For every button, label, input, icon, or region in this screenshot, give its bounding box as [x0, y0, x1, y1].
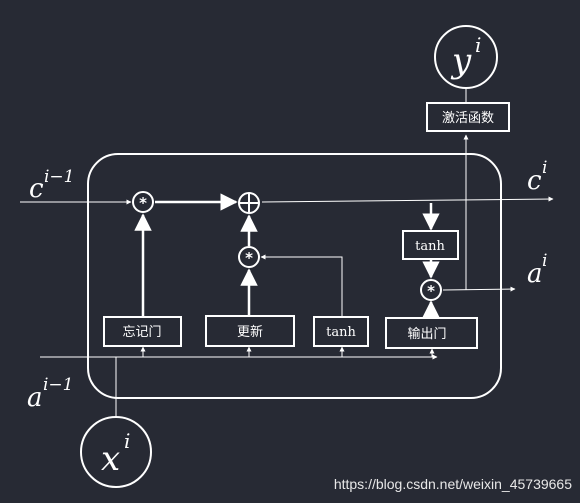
- tanh-output-label: tanh: [415, 239, 445, 254]
- watermark: https://blog.csdn.net/weixin_45739665: [334, 476, 572, 492]
- tanh-output-box: [402, 230, 459, 260]
- output-multiply-node: [420, 279, 442, 301]
- forget-gate-label: 忘记门: [122, 325, 161, 340]
- output-gate-label: 输出门: [407, 326, 446, 342]
- x-input-label: x: [101, 439, 120, 479]
- c-next-line: [261, 196, 554, 203]
- update-multiply-node: [238, 246, 260, 268]
- update-gate-box: [205, 315, 295, 347]
- a-next-line: [442, 286, 516, 292]
- y-output-circle: [434, 25, 498, 89]
- y-output-superscript: i: [475, 33, 481, 57]
- tanh-input-box: [313, 316, 369, 347]
- c-next-superscript: i: [542, 158, 547, 178]
- c-next-label: c: [527, 166, 542, 196]
- forget-multiply-node: [132, 191, 154, 213]
- update-multiply-symbol: *: [245, 249, 253, 267]
- lstm-cell-boundary: [87, 153, 502, 399]
- activation-function-box: [426, 102, 510, 132]
- c-prev-superscript: i−1: [44, 167, 75, 187]
- tanh-input-label: tanh: [326, 325, 356, 340]
- x-input-circle: [80, 416, 152, 488]
- tanh-input-to-mul-line: [260, 254, 343, 317]
- forget-multiply-symbol: *: [139, 194, 147, 212]
- forget-gate-box: [103, 316, 182, 347]
- y-output-label: y: [450, 41, 472, 81]
- a-prev-label: a: [27, 383, 43, 413]
- activation-function-label: 激活函数: [442, 111, 494, 126]
- a-next-superscript: i: [542, 251, 547, 271]
- c-prev-label: c: [29, 174, 44, 204]
- a-prev-superscript: i−1: [43, 375, 74, 395]
- a-next-label: a: [527, 259, 543, 289]
- update-gate-label: 更新: [237, 324, 263, 340]
- output-multiply-symbol: *: [427, 282, 435, 300]
- x-input-superscript: i: [124, 429, 130, 453]
